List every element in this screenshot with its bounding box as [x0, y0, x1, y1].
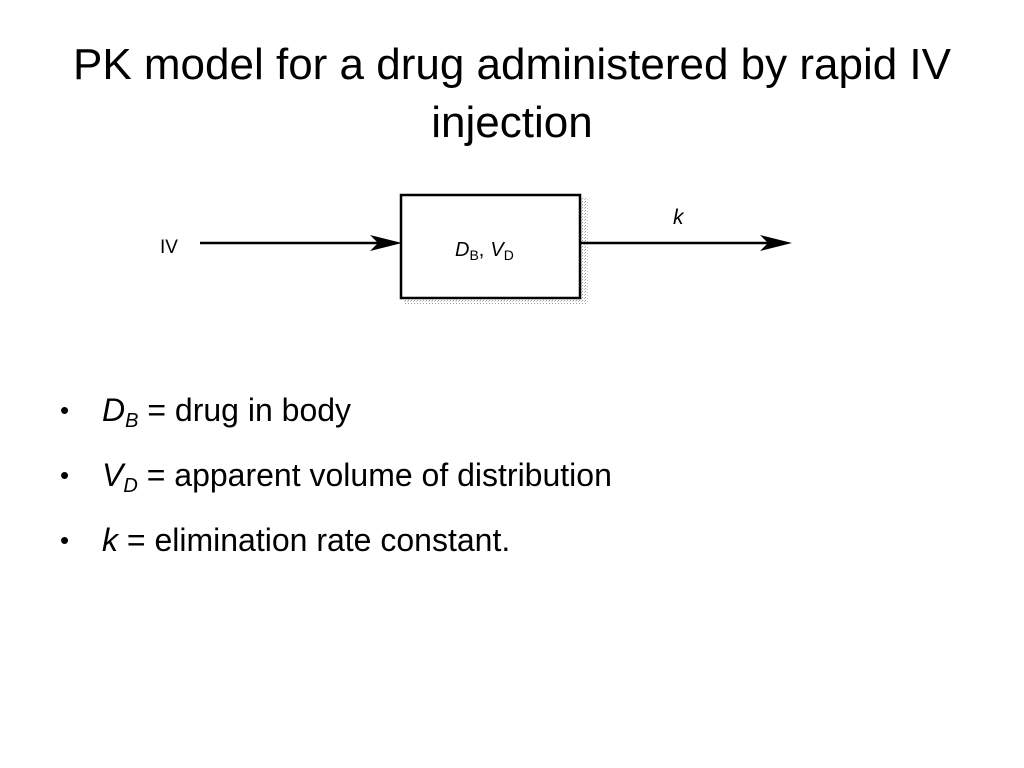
db-definition: = drug in body	[138, 392, 352, 428]
vd-symbol: VD	[102, 457, 138, 497]
bullet-dot: •	[60, 395, 70, 425]
bullet-dot: •	[60, 525, 70, 555]
vd-subscript: D	[504, 247, 514, 263]
list-item-k: • k = elimination rate constant.	[60, 516, 960, 564]
elimination-arrow	[580, 235, 792, 251]
slide-title: PK model for a drug administered by rapi…	[72, 40, 951, 147]
bullet-dot: •	[60, 460, 70, 490]
list-item-vd: • VD = apparent volume of distribution	[60, 451, 960, 499]
k-definition: = elimination rate constant.	[118, 522, 511, 558]
compartment-separator: ,	[479, 239, 485, 261]
vd-symbol: V	[490, 239, 505, 261]
definition-list: • DB = drug in body • VD = apparent volu…	[60, 386, 960, 581]
input-arrow	[200, 235, 402, 251]
db-subscript: B	[469, 247, 478, 263]
body-compartment-box	[399, 193, 588, 304]
elimination-rate-label: k	[673, 206, 685, 229]
k-symbol: k	[102, 522, 118, 558]
db-symbol: DB	[102, 392, 139, 432]
vd-definition: = apparent volume of distribution	[137, 457, 612, 493]
vd-subscript: D	[123, 475, 138, 497]
iv-input-label: IV	[160, 237, 178, 258]
list-item-db: • DB = drug in body	[60, 386, 960, 434]
db-symbol: D	[455, 239, 469, 261]
compartment-label: DB,VD	[455, 239, 514, 263]
pk-model-diagram: IV DB,VD k	[160, 193, 792, 304]
db-subscript: B	[125, 410, 139, 432]
